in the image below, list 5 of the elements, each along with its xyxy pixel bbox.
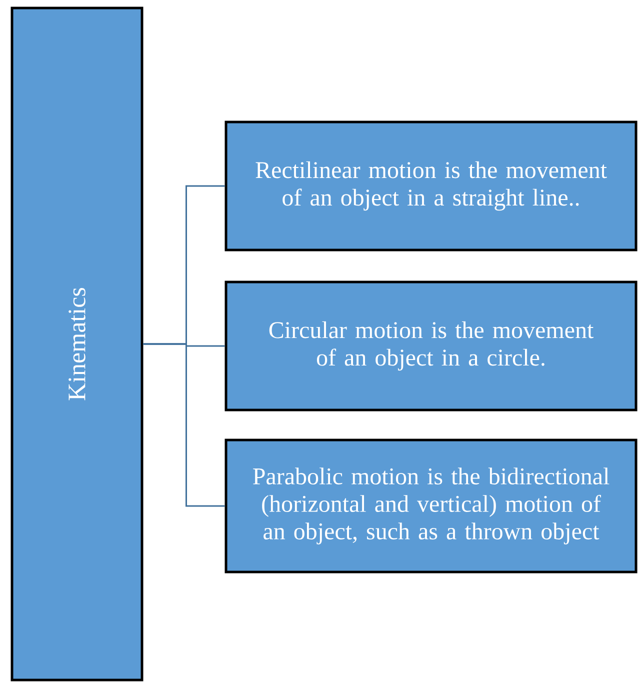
title-bar: Kinematics bbox=[10, 6, 144, 682]
text-box: Rectilinear motion is the movement of an object in a straight line.. bbox=[224, 120, 638, 252]
text-box: Circular motion is the movement of an object in a circle. bbox=[224, 280, 638, 412]
connector-line bbox=[143, 343, 225, 507]
text-box: Parabolic motion is the bidirectional (horizontal and vertical) motion of an object, such as a thrown object bbox=[224, 438, 638, 574]
